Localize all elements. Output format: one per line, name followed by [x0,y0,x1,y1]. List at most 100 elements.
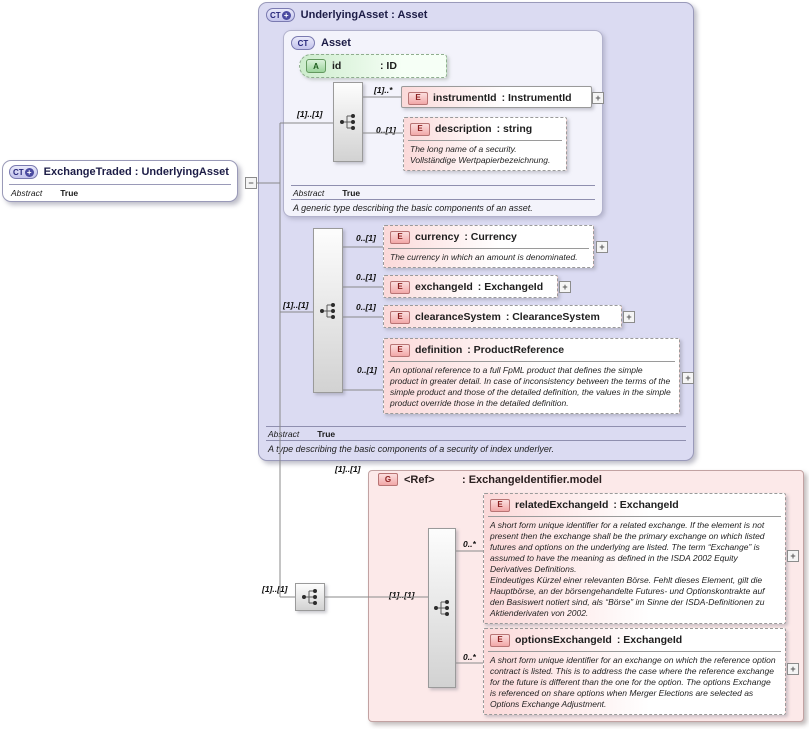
divider [388,248,589,249]
cardinality-label: [1]..[1] [297,109,323,119]
group-type: : ExchangeIdentifier.model [462,473,602,486]
plus-circle-icon: + [24,167,34,177]
element-type: : InstrumentId [501,92,572,104]
element-icon: E [390,343,410,357]
expand-button[interactable]: + [682,372,694,384]
expand-button[interactable]: + [559,281,571,293]
plus-circle-icon: + [281,10,291,20]
cardinality-label: [1]..[1] [262,584,288,594]
element-annotation: A short form unique identifier for an ex… [490,655,776,709]
complex-type-icon: CT [291,36,315,50]
element-icon: E [390,310,410,324]
cardinality-label: [1]..[1] [389,590,415,600]
asset-header: CT Asset [291,36,351,50]
cardinality-label: 0..[1] [357,365,377,375]
element-icon: E [410,122,430,136]
element-type: : ExchangeId [616,634,683,646]
asset-title: Asset [321,37,351,49]
cardinality-label: 0..[1] [356,302,376,312]
sequence-icon [428,528,456,688]
element-name: relatedExchangeId [515,499,609,511]
expand-button[interactable]: + [596,241,608,253]
element-annotation: The currency in which an amount is denom… [390,252,578,262]
attribute-icon: A [306,59,326,73]
cardinality-label: [1]..[1] [283,300,309,310]
expand-button[interactable]: + [787,550,799,562]
element-clearance-system[interactable]: E clearanceSystem : ClearanceSystem [383,305,622,328]
element-icon: E [390,280,410,294]
element-instrument-id[interactable]: E instrumentId : InstrumentId [401,86,592,108]
element-name: clearanceSystem [415,311,501,323]
cardinality-label: 0..* [463,539,476,549]
element-type: : Currency [464,231,517,243]
element-icon: E [490,633,510,647]
sequence-icon [295,583,325,611]
asset-abstract-row: Abstract True [293,188,360,198]
attribute-type: : ID [380,60,397,72]
exchange-traded-title: ExchangeTraded : UnderlyingAsset [43,166,229,178]
complex-type-exchange-traded [2,160,238,202]
element-icon: E [390,230,410,244]
expand-button[interactable]: + [592,92,604,104]
sequence-icon [313,228,343,393]
element-definition[interactable]: E definition : ProductReference An optio… [383,338,680,414]
collapse-button[interactable]: − [245,177,257,189]
divider [266,440,686,441]
asset-annotation: A generic type describing the basic comp… [293,203,533,213]
sequence-icon [333,82,363,162]
underlying-asset-title: UnderlyingAsset : Asset [300,9,428,21]
cardinality-label: [1]..* [374,85,393,95]
expand-button[interactable]: + [787,663,799,675]
element-name: instrumentId [433,92,497,104]
divider [488,651,781,652]
element-type: : ExchangeId [477,281,544,293]
divider [291,185,595,186]
group-name: <Ref> [404,473,435,486]
abstract-label: Abstract [268,429,300,439]
divider [291,199,595,200]
divider [9,184,231,185]
element-icon: E [408,91,428,105]
group-header: G <Ref> : ExchangeIdentifier.model [378,473,602,486]
element-name: description [435,123,492,135]
element-name: definition [415,344,463,356]
exchange-traded-header: CT+ ExchangeTraded : UnderlyingAsset [9,165,229,179]
element-annotation: The long name of a security. Vollständig… [410,144,551,165]
attribute-name: id [332,60,342,72]
element-related-exchange-id[interactable]: E relatedExchangeId : ExchangeId A short… [483,493,786,624]
abstract-value: True [60,188,79,198]
element-options-exchange-id[interactable]: E optionsExchangeId : ExchangeId A short… [483,628,786,715]
element-type: : ClearanceSystem [505,311,600,323]
element-type: : ProductReference [467,344,565,356]
element-type: : ExchangeId [613,499,679,511]
underlying-asset-header: CT+ UnderlyingAsset : Asset [266,8,427,22]
element-name: exchangeId [415,281,473,293]
divider [408,140,562,141]
underlying-asset-abstract-row: Abstract True [268,429,335,439]
cardinality-label: 0..[1] [356,233,376,243]
expand-button[interactable]: + [623,311,635,323]
abstract-label: Abstract [11,188,43,198]
element-currency[interactable]: E currency : Currency The currency in wh… [383,225,594,268]
element-icon: E [490,498,510,512]
element-description[interactable]: E description : string The long name of … [403,117,567,171]
element-name: optionsExchangeId [515,634,612,646]
element-name: currency [415,231,460,243]
cardinality-label: 0..[1] [376,125,396,135]
cardinality-label: 0..[1] [356,272,376,282]
divider [488,516,781,517]
divider [266,426,686,427]
abstract-label: Abstract [293,188,325,198]
divider [388,361,675,362]
abstract-value: True [342,188,361,198]
element-type: : string [496,123,533,135]
element-exchange-id[interactable]: E exchangeId : ExchangeId [383,275,558,298]
cardinality-label: 0..* [463,652,476,662]
complex-type-icon: CT+ [9,165,38,179]
element-annotation: A short form unique identifier for a rel… [490,520,765,618]
attribute-id[interactable]: A id : ID [299,54,447,78]
element-annotation: An optional reference to a full FpML pro… [390,365,671,408]
cardinality-label: [1]..[1] [335,464,361,474]
complex-type-icon: CT+ [266,8,295,22]
underlying-asset-annotation: A type describing the basic components o… [268,444,554,454]
